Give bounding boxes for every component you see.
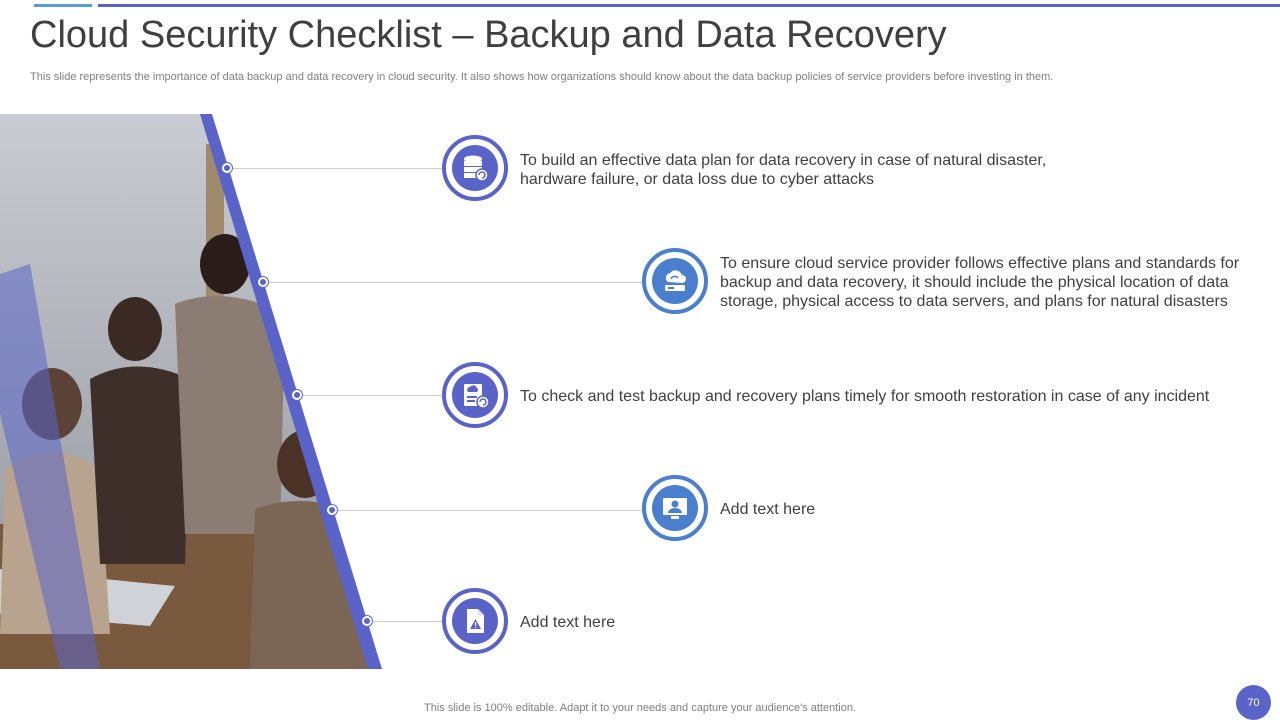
page-number-badge: 70 [1236,685,1271,720]
cloud-sync-server-icon [665,270,686,291]
slide-title: Cloud Security Checklist – Backup and Da… [30,14,947,56]
connector-line-2 [263,282,643,283]
item-5-icon-badge [442,588,508,654]
timeline-node-5 [362,616,372,626]
timeline-node-4 [327,505,337,515]
database-backup-icon [464,155,489,182]
slide-subtitle: This slide represents the importance of … [30,71,1054,83]
connector-line-4 [332,510,643,511]
page-number: 70 [1247,696,1260,709]
item-3-icon-badge [442,362,508,428]
timeline-node-1 [222,163,232,173]
connector-line-3 [297,395,443,396]
cloud-document-restore-icon [464,384,490,409]
item-1-text: To build an effective data plan for data… [520,152,1047,188]
file-warning-icon [467,609,484,633]
item-3-text: To check and test backup and recovery pl… [520,388,1210,405]
top-accent-bar-long [98,4,1280,7]
connector-line-5 [367,621,443,622]
top-accent-bar-short [34,4,92,7]
item-2-icon-badge [642,248,708,314]
item-4-icon-badge [642,475,708,541]
footer-note: This slide is 100% editable. Adapt it to… [424,702,856,714]
item-1-icon-badge [442,135,508,201]
item-5-text: Add text here [520,614,616,631]
item-4-text: Add text here [720,501,816,518]
connector-line-1 [227,168,443,169]
timeline-node-2 [258,277,268,287]
item-2-text: To ensure cloud service provider follows… [720,255,1240,310]
team-photo [0,114,384,669]
monitor-user-icon [663,498,687,519]
timeline-node-3 [292,390,302,400]
